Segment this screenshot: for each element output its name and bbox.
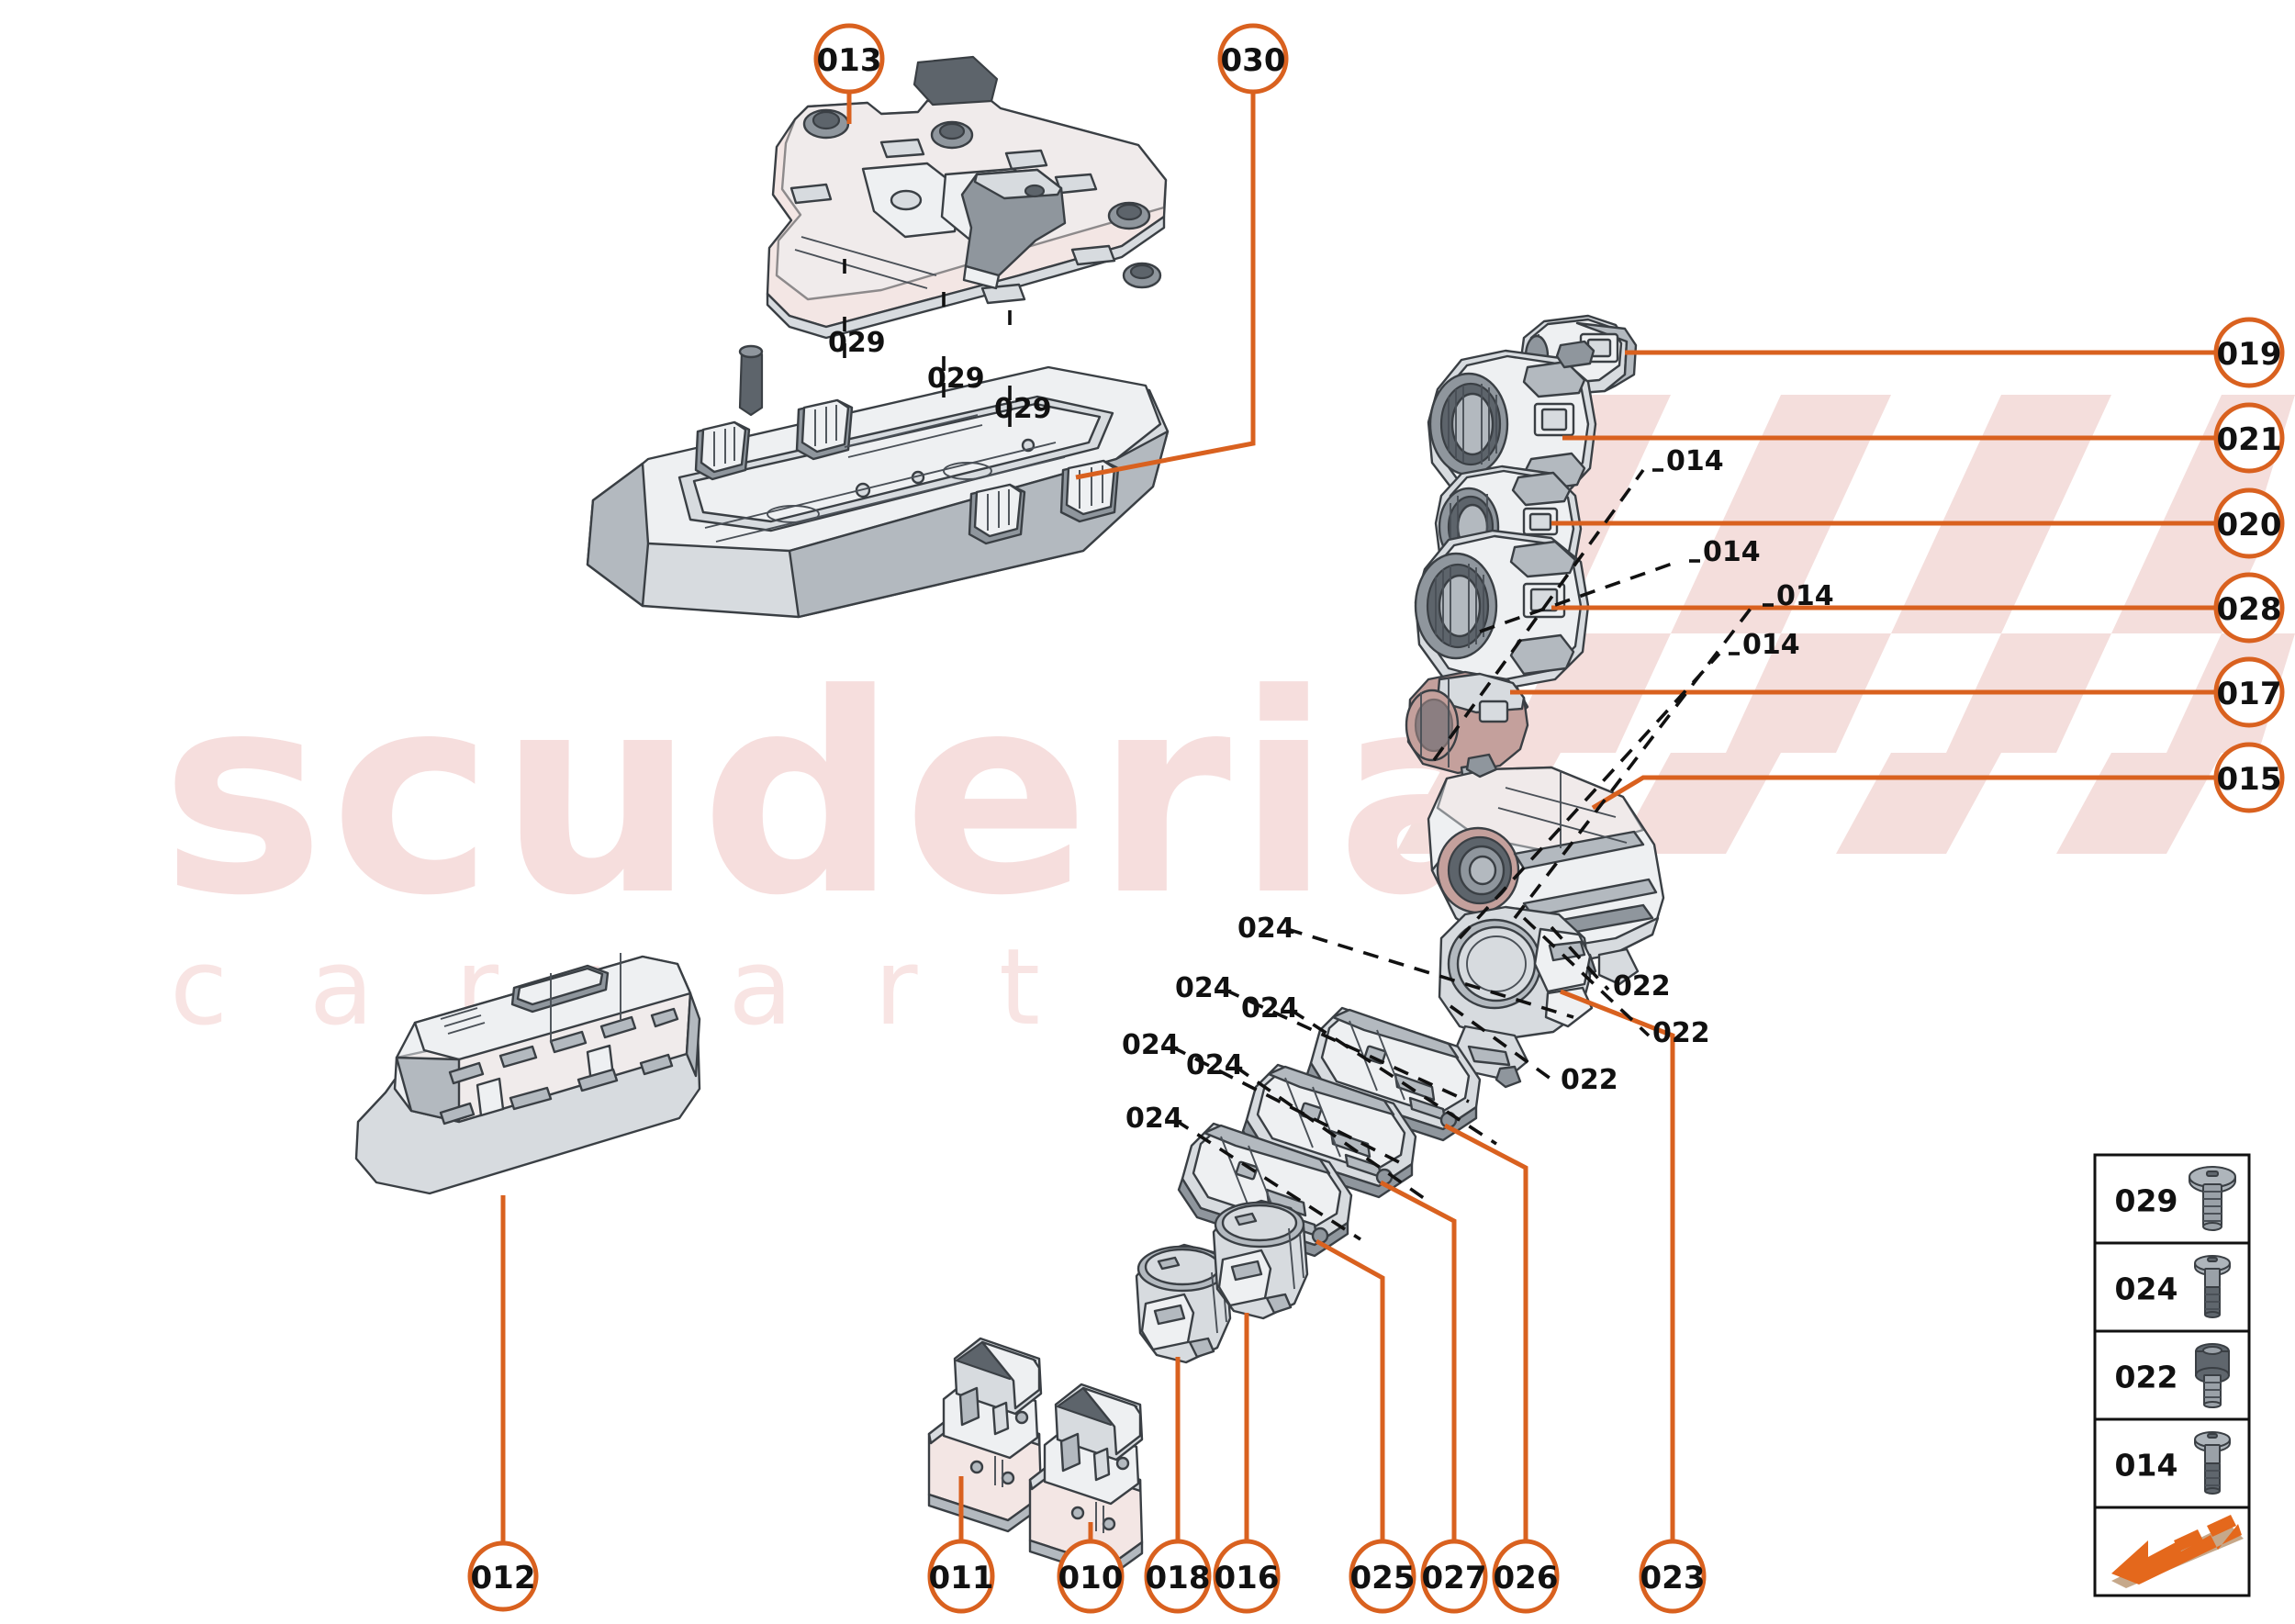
legend-row-arrow[interactable] [2093, 1506, 2251, 1597]
label-024-c: 024 [1241, 992, 1299, 1025]
callout-013-label: 013 [817, 42, 882, 79]
part-013-mounting-bracket-plate[interactable] [766, 55, 1168, 340]
dash-014-c [1513, 603, 1755, 920]
dash-024-d [1170, 1045, 1404, 1166]
callout-020-label: 020 [2217, 507, 2282, 543]
part-030-console-housing-base[interactable] [586, 344, 1170, 619]
dash-022-c [1449, 1004, 1559, 1085]
callout-015-label: 015 [2217, 761, 2282, 798]
callout-027[interactable]: 027 [1420, 1539, 1488, 1614]
callout-016[interactable]: 016 [1213, 1539, 1281, 1614]
leader-026 [1443, 1123, 1528, 1543]
callout-028-label: 028 [2217, 591, 2282, 628]
callout-019-label: 019 [2217, 336, 2282, 373]
callout-011[interactable]: 011 [927, 1539, 995, 1614]
callout-027-label: 027 [1422, 1560, 1487, 1596]
part-021-large-motor-actuator-a[interactable] [1427, 340, 1597, 509]
dash-014-d [1458, 652, 1721, 940]
callout-019[interactable]: 019 [2213, 317, 2285, 388]
dash-024-a [1286, 927, 1574, 1019]
callout-023-label: 023 [1640, 1560, 1706, 1596]
legend-022-label: 022 [2115, 1360, 2178, 1395]
legend-row-024[interactable]: 024 [2093, 1241, 2251, 1333]
label-014-b: 014 [1703, 536, 1761, 568]
callout-017-label: 017 [2217, 676, 2282, 712]
leader-015 [1591, 775, 2216, 811]
callout-018-label: 018 [1146, 1560, 1211, 1596]
callout-021[interactable]: 021 [2213, 402, 2285, 474]
legend-014-label: 014 [2115, 1448, 2178, 1484]
label-029-c: 029 [994, 393, 1052, 425]
label-014-c: 014 [1776, 580, 1834, 612]
dash-014-a [1432, 468, 1645, 762]
callout-021-label: 021 [2217, 421, 2282, 458]
label-029-a: 029 [828, 327, 886, 359]
label-024-a: 024 [1237, 913, 1295, 945]
part-017-small-actuator-red[interactable] [1405, 670, 1529, 793]
callout-012-label: 012 [471, 1560, 536, 1596]
flange-head-bolt-icon [2189, 1166, 2236, 1231]
callout-012[interactable]: 012 [467, 1540, 539, 1612]
pan-head-bolt-icon [2194, 1255, 2231, 1318]
leader-023 [1560, 989, 1675, 1543]
callout-015[interactable]: 015 [2213, 742, 2285, 813]
callout-026[interactable]: 026 [1492, 1539, 1560, 1614]
label-022-b: 022 [1652, 1017, 1710, 1049]
label-024-d: 024 [1122, 1029, 1180, 1061]
callout-020[interactable]: 020 [2213, 487, 2285, 559]
legend-024-label: 024 [2115, 1271, 2178, 1307]
label-022-c: 022 [1561, 1064, 1618, 1096]
label-022-a: 022 [1613, 970, 1671, 1002]
dash-024-c [1290, 1008, 1497, 1146]
callout-016-label: 016 [1215, 1560, 1280, 1596]
dash-022-b [1522, 916, 1651, 1037]
label-024-e: 024 [1186, 1049, 1244, 1081]
part-018-cylindrical-sensor-left[interactable] [1135, 1243, 1232, 1364]
dash-022-a [1550, 925, 1610, 991]
label-024-f: 024 [1125, 1103, 1183, 1135]
callout-025-label: 025 [1350, 1560, 1416, 1596]
callout-023[interactable]: 023 [1639, 1539, 1707, 1614]
leader-030 [1075, 92, 1256, 480]
leader-027 [1379, 1180, 1457, 1543]
callout-017[interactable]: 017 [2213, 656, 2285, 728]
legend-row-029[interactable]: 029 [2093, 1153, 2251, 1245]
watermark-title: scuderia [161, 635, 1528, 956]
leader-025 [1315, 1238, 1385, 1543]
callout-010-label: 010 [1058, 1560, 1124, 1596]
socket-head-bolt-icon [2195, 1343, 2230, 1408]
label-029-b: 029 [927, 363, 985, 395]
part-016-cylindrical-sensor-right[interactable] [1212, 1199, 1309, 1320]
callout-026-label: 026 [1494, 1560, 1559, 1596]
part-012-overhead-light-console[interactable] [354, 953, 701, 1195]
callout-010[interactable]: 010 [1057, 1539, 1125, 1614]
callout-030[interactable]: 030 [1217, 23, 1289, 95]
callout-030-label: 030 [1221, 42, 1286, 79]
dash-024-e [1234, 1065, 1432, 1204]
callout-013[interactable]: 013 [813, 23, 885, 95]
dash-014-b [1479, 559, 1681, 633]
part-010-window-switch-right[interactable] [1028, 1383, 1144, 1579]
label-014-d: 014 [1742, 629, 1800, 661]
legend-row-014[interactable]: 014 [2093, 1417, 2251, 1509]
callout-018[interactable]: 018 [1144, 1539, 1212, 1614]
label-014-a: 014 [1666, 445, 1724, 477]
callout-011-label: 011 [929, 1560, 994, 1596]
legend-029-label: 029 [2115, 1183, 2178, 1219]
part-011-window-switch-left[interactable] [927, 1337, 1043, 1533]
legend-row-022[interactable]: 022 [2093, 1329, 2251, 1421]
callout-025[interactable]: 025 [1349, 1539, 1416, 1614]
dash-024-f [1174, 1118, 1361, 1241]
callout-028[interactable]: 028 [2213, 572, 2285, 644]
pan-head-bolt-icon-2 [2194, 1431, 2231, 1495]
orange-arrow-icon [2111, 1515, 2244, 1588]
label-024-b: 024 [1175, 972, 1233, 1004]
